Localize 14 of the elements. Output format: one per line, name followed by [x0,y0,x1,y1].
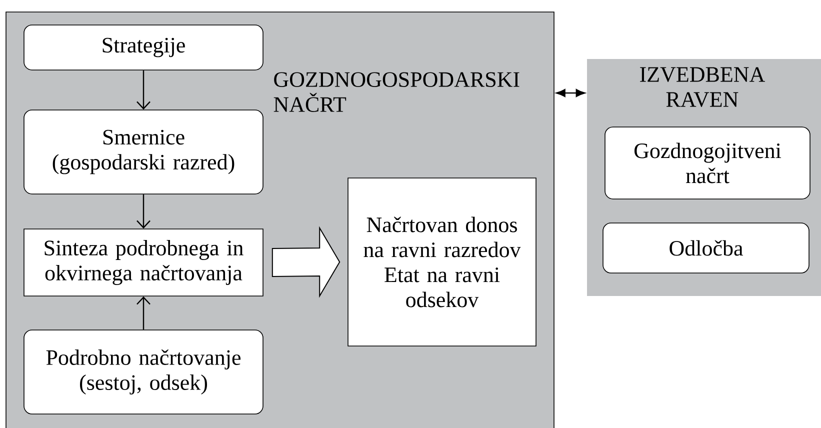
rounded-box: Strategije [24,24,264,70]
process-box: Sinteza podrobnega in okvirnega načrtovanja [24,228,264,296]
rounded-box: Odločba [602,222,810,274]
block-arrow [272,226,340,298]
arrow [136,194,150,229]
panel-heading: IZVEDBENA RAVEN [640,67,765,108]
process-box: Načrtovan donos na ravni razredov Etat na ravni odsekov [348,178,536,346]
rounded-box: Smernice (gospodarski razred) [24,110,264,194]
double-arrow [556,89,586,97]
rounded-box: Gozdnogojitveni načrt [604,126,810,200]
arrow [136,296,150,330]
rounded-box: Podrobno načrtovanje (sestoj, odsek) [24,330,264,414]
arrow [136,70,150,110]
panel-heading: GOZDNOGOSPODARSKI NAČRT [274,72,520,112]
